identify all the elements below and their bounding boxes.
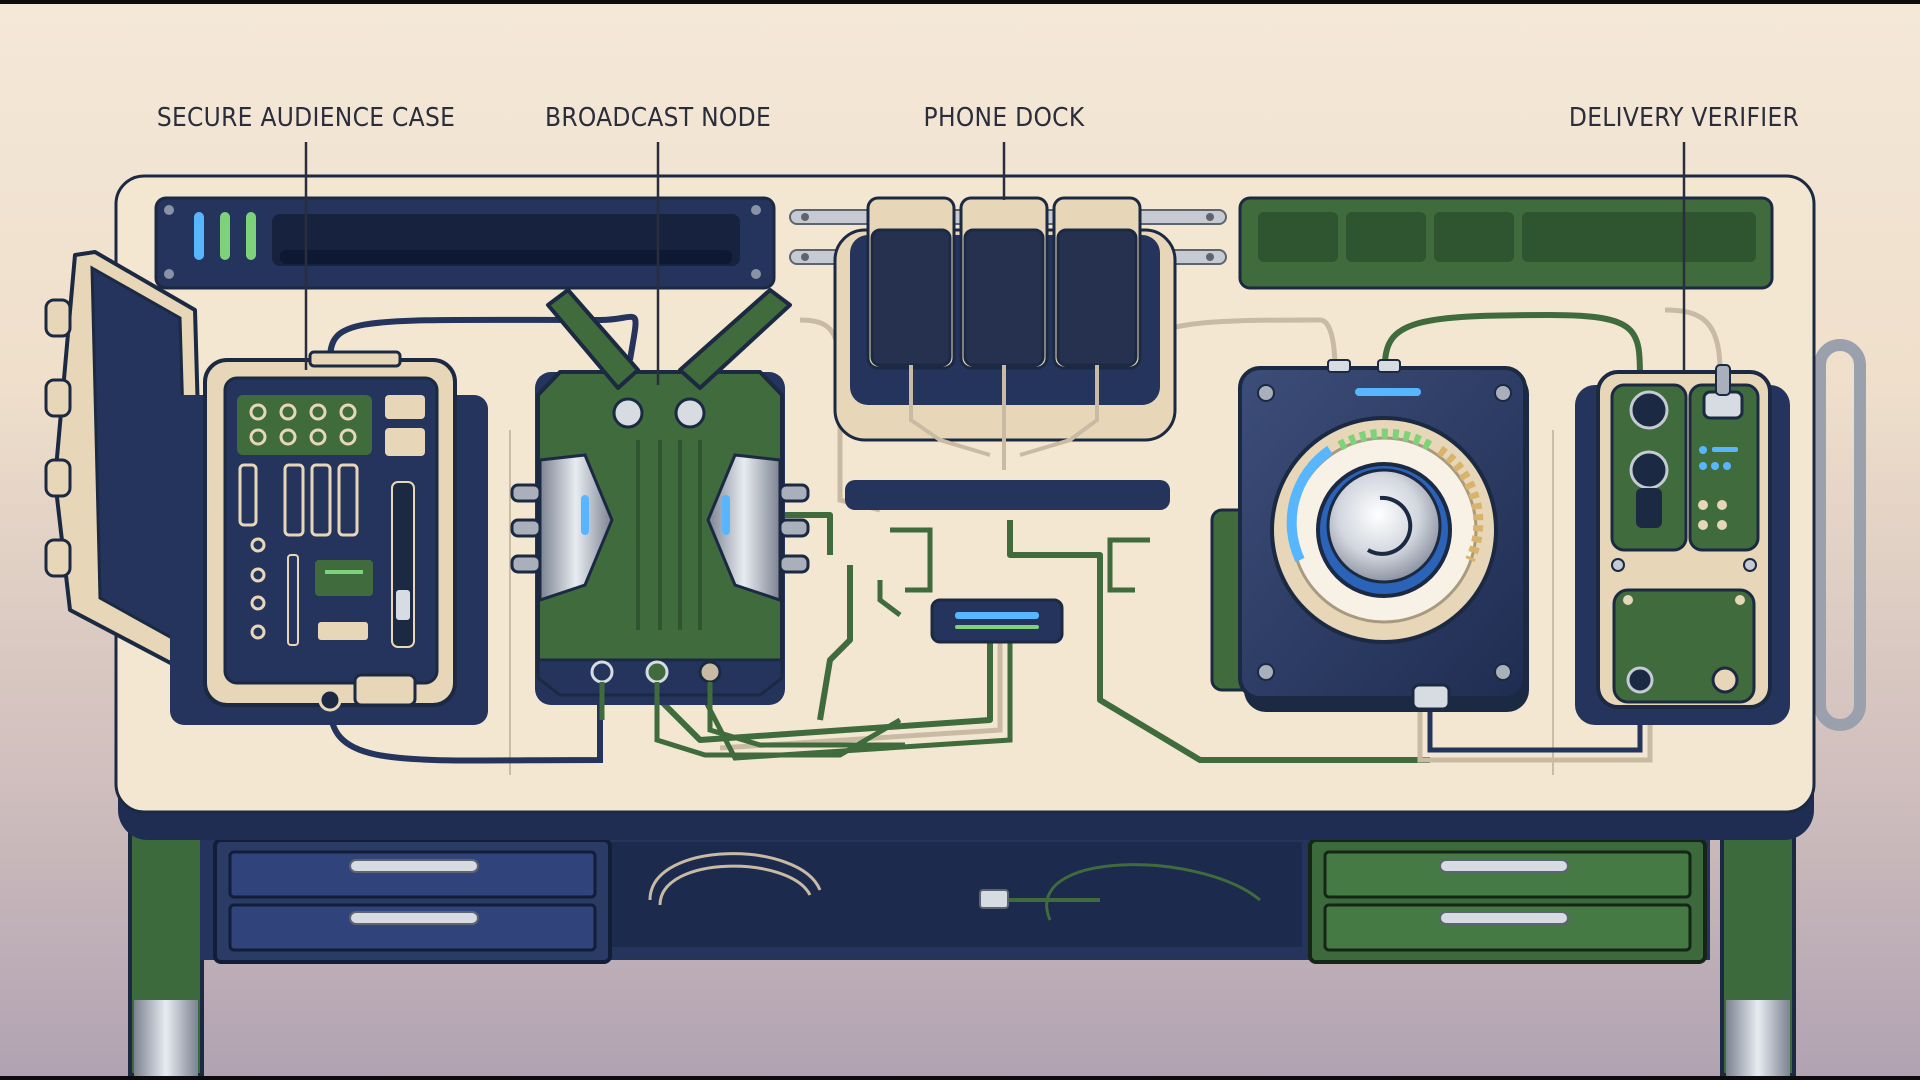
broadcast-node[interactable]: [510, 288, 905, 758]
antenna-right: [674, 288, 792, 429]
phone-3: [1052, 196, 1142, 370]
status-light-rail: [154, 196, 776, 290]
label-phone-dock: PHONE DOCK: [923, 103, 1085, 133]
left-drawers[interactable]: [213, 838, 612, 964]
verifier-indicators: [1698, 446, 1738, 530]
center-hub: [930, 598, 1064, 644]
callout-leaders: [304, 142, 1686, 385]
cable-tray: [612, 842, 1302, 947]
label-broadcast-node: BROADCAST NODE: [544, 103, 772, 133]
case-panel-controls: [237, 395, 425, 648]
secure-audience-case[interactable]: [44, 250, 488, 725]
phone-1: [866, 196, 956, 370]
broadcast-ports: [590, 660, 722, 684]
broadcast-side-connectors: [510, 483, 810, 574]
bottom-border: [0, 1076, 1920, 1080]
label-secure-audience-case: SECURE AUDIENCE CASE: [156, 103, 456, 133]
phone-2: [959, 196, 1049, 370]
label-delivery-verifier: DELIVERY VERIFIER: [1568, 103, 1800, 133]
antenna-left: [546, 288, 644, 429]
right-drawers[interactable]: [1308, 838, 1707, 964]
case-lid: [44, 250, 207, 670]
phone-dock[interactable]: [833, 196, 1177, 510]
green-storage-rail: [1238, 196, 1774, 290]
dial-unit[interactable]: [1210, 359, 1529, 712]
top-border: [0, 0, 1920, 4]
desk-base: [128, 818, 1796, 1080]
delivery-verifier[interactable]: [1575, 364, 1790, 725]
